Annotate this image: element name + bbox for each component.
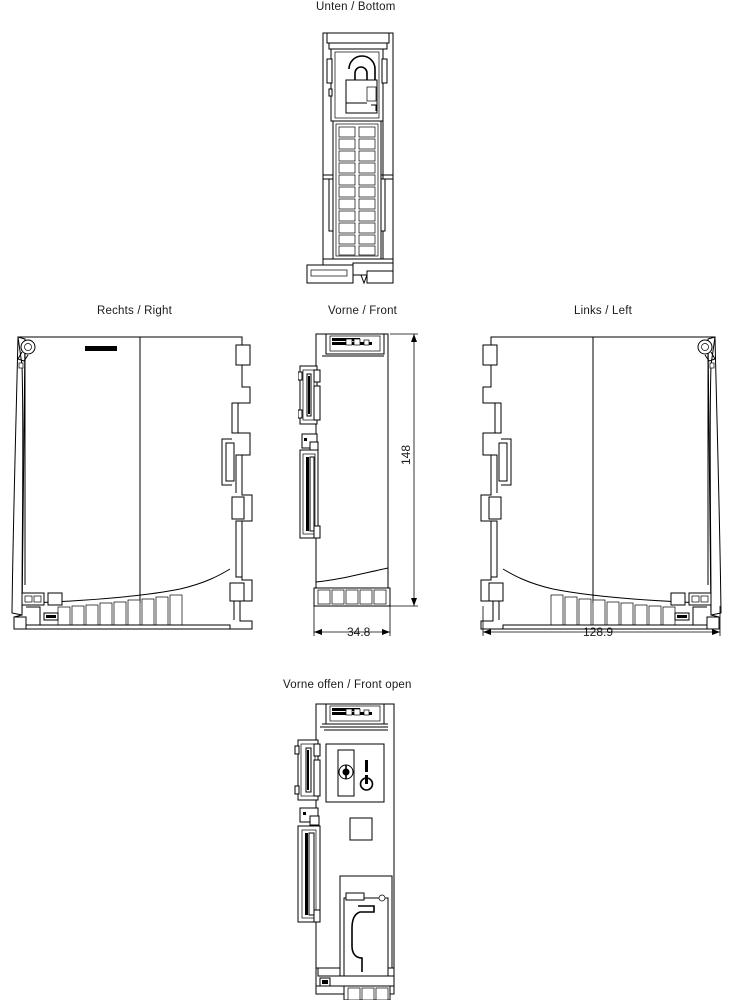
dimension-height-line <box>390 333 418 607</box>
view-label-bottom: Unten / Bottom <box>316 1 396 13</box>
view-front-drawing <box>298 333 391 607</box>
dimension-depth-line <box>482 606 721 636</box>
view-right-drawing <box>11 336 253 630</box>
view-left-drawing <box>480 336 722 630</box>
view-front-open-drawing <box>294 703 395 1000</box>
view-label-front-open: Vorne offen / Front open <box>283 679 412 691</box>
view-label-left: Links / Left <box>574 305 633 317</box>
dimension-width-line <box>313 606 391 636</box>
view-bottom-drawing <box>306 32 394 285</box>
view-label-right: Rechts / Right <box>97 305 173 317</box>
view-label-front: Vorne / Front <box>328 305 398 317</box>
